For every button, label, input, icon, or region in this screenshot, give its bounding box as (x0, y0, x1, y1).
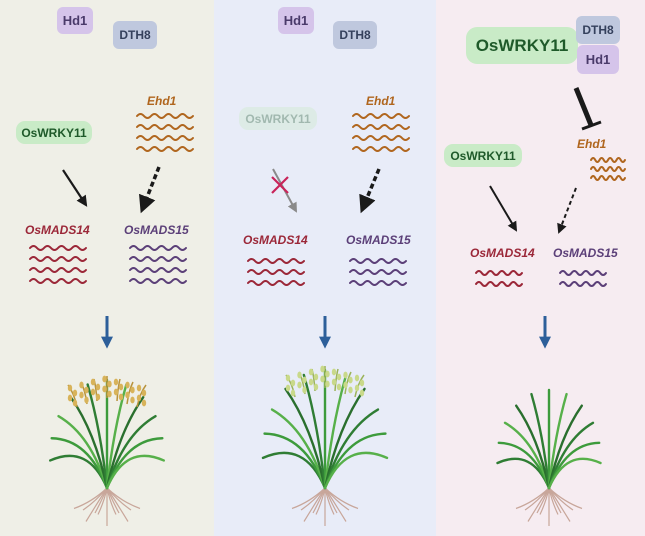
osmads14-transcript (247, 269, 305, 275)
osmads15-transcript (129, 267, 187, 273)
inhibition-bar-tee (581, 120, 602, 131)
osmads15-transcript (129, 245, 187, 251)
inhibition-bar-to-ehd1 (573, 87, 594, 126)
dth8-protein: DTH8 (333, 21, 377, 49)
arrow-wrky-to-mads14 (62, 169, 88, 207)
osmads15-gene-label: OsMADS15 (346, 233, 411, 247)
ehd1-transcript (590, 166, 626, 172)
rice-plant-icon (261, 365, 389, 526)
arrow-ehd1-to-mads15-weak (557, 187, 577, 234)
osmads14-gene-label: OsMADS14 (25, 223, 90, 237)
osmads14-transcript (475, 281, 523, 287)
ehd1-gene-label: Ehd1 (147, 94, 177, 108)
hd1-protein: Hd1 (278, 7, 314, 34)
ehd1-transcript (352, 124, 410, 130)
ehd1-gene-label: Ehd1 (366, 94, 396, 108)
arrow-ehd1-to-mads15 (359, 168, 381, 214)
ehd1-transcript (136, 113, 194, 119)
oswrky11-overexpressed-protein: OsWRKY11 (466, 27, 578, 64)
osmads14-transcript (247, 258, 305, 264)
osmads15-transcript (559, 281, 607, 287)
osmads15-transcript (349, 269, 407, 275)
block-cross-icon (271, 176, 289, 194)
hd1-protein: Hd1 (57, 7, 93, 34)
osmads15-gene-label: OsMADS15 (124, 223, 189, 237)
ehd1-transcript (136, 124, 194, 130)
osmads15-transcript (559, 270, 607, 276)
osmads15-transcript (129, 278, 187, 284)
ehd1-transcript (352, 146, 410, 152)
ehd1-transcript (352, 113, 410, 119)
osmads14-transcript (29, 267, 87, 273)
osmads14-transcript (475, 270, 523, 276)
plant-illustrations (49, 365, 602, 526)
ehd1-transcript (590, 157, 626, 163)
osmads15-transcript (349, 280, 407, 286)
dth8-protein: DTH8 (113, 21, 157, 49)
ehd1-gene-label: Ehd1 (577, 137, 607, 151)
osmads14-gene-label: OsMADS14 (470, 246, 535, 260)
oswrky11-protein-absent: OsWRKY11 (239, 107, 317, 130)
osmads14-transcript (247, 280, 305, 286)
panel-overexpression (436, 0, 645, 536)
ehd1-transcript (352, 135, 410, 141)
osmads15-gene-label: OsMADS15 (553, 246, 618, 260)
osmads14-transcript (29, 245, 87, 251)
arrow-wrky-to-mads14 (489, 185, 518, 232)
oswrky11-protein: OsWRKY11 (444, 144, 522, 167)
osmads15-transcript (349, 258, 407, 264)
rice-plant-icon (49, 375, 165, 526)
osmads14-transcript (29, 278, 87, 284)
hd1-protein: Hd1 (577, 45, 619, 74)
arrow-ehd1-to-mads15 (139, 166, 161, 214)
oswrky11-protein: OsWRKY11 (16, 121, 92, 144)
osmads14-transcript (29, 256, 87, 262)
ehd1-transcript (136, 135, 194, 141)
osmads14-gene-label: OsMADS14 (243, 233, 308, 247)
dth8-protein: DTH8 (576, 16, 620, 44)
ehd1-transcript (590, 175, 626, 181)
wave-groups (29, 113, 626, 287)
osmads15-transcript (129, 256, 187, 262)
ehd1-transcript (136, 146, 194, 152)
rice-plant-icon (496, 388, 602, 526)
